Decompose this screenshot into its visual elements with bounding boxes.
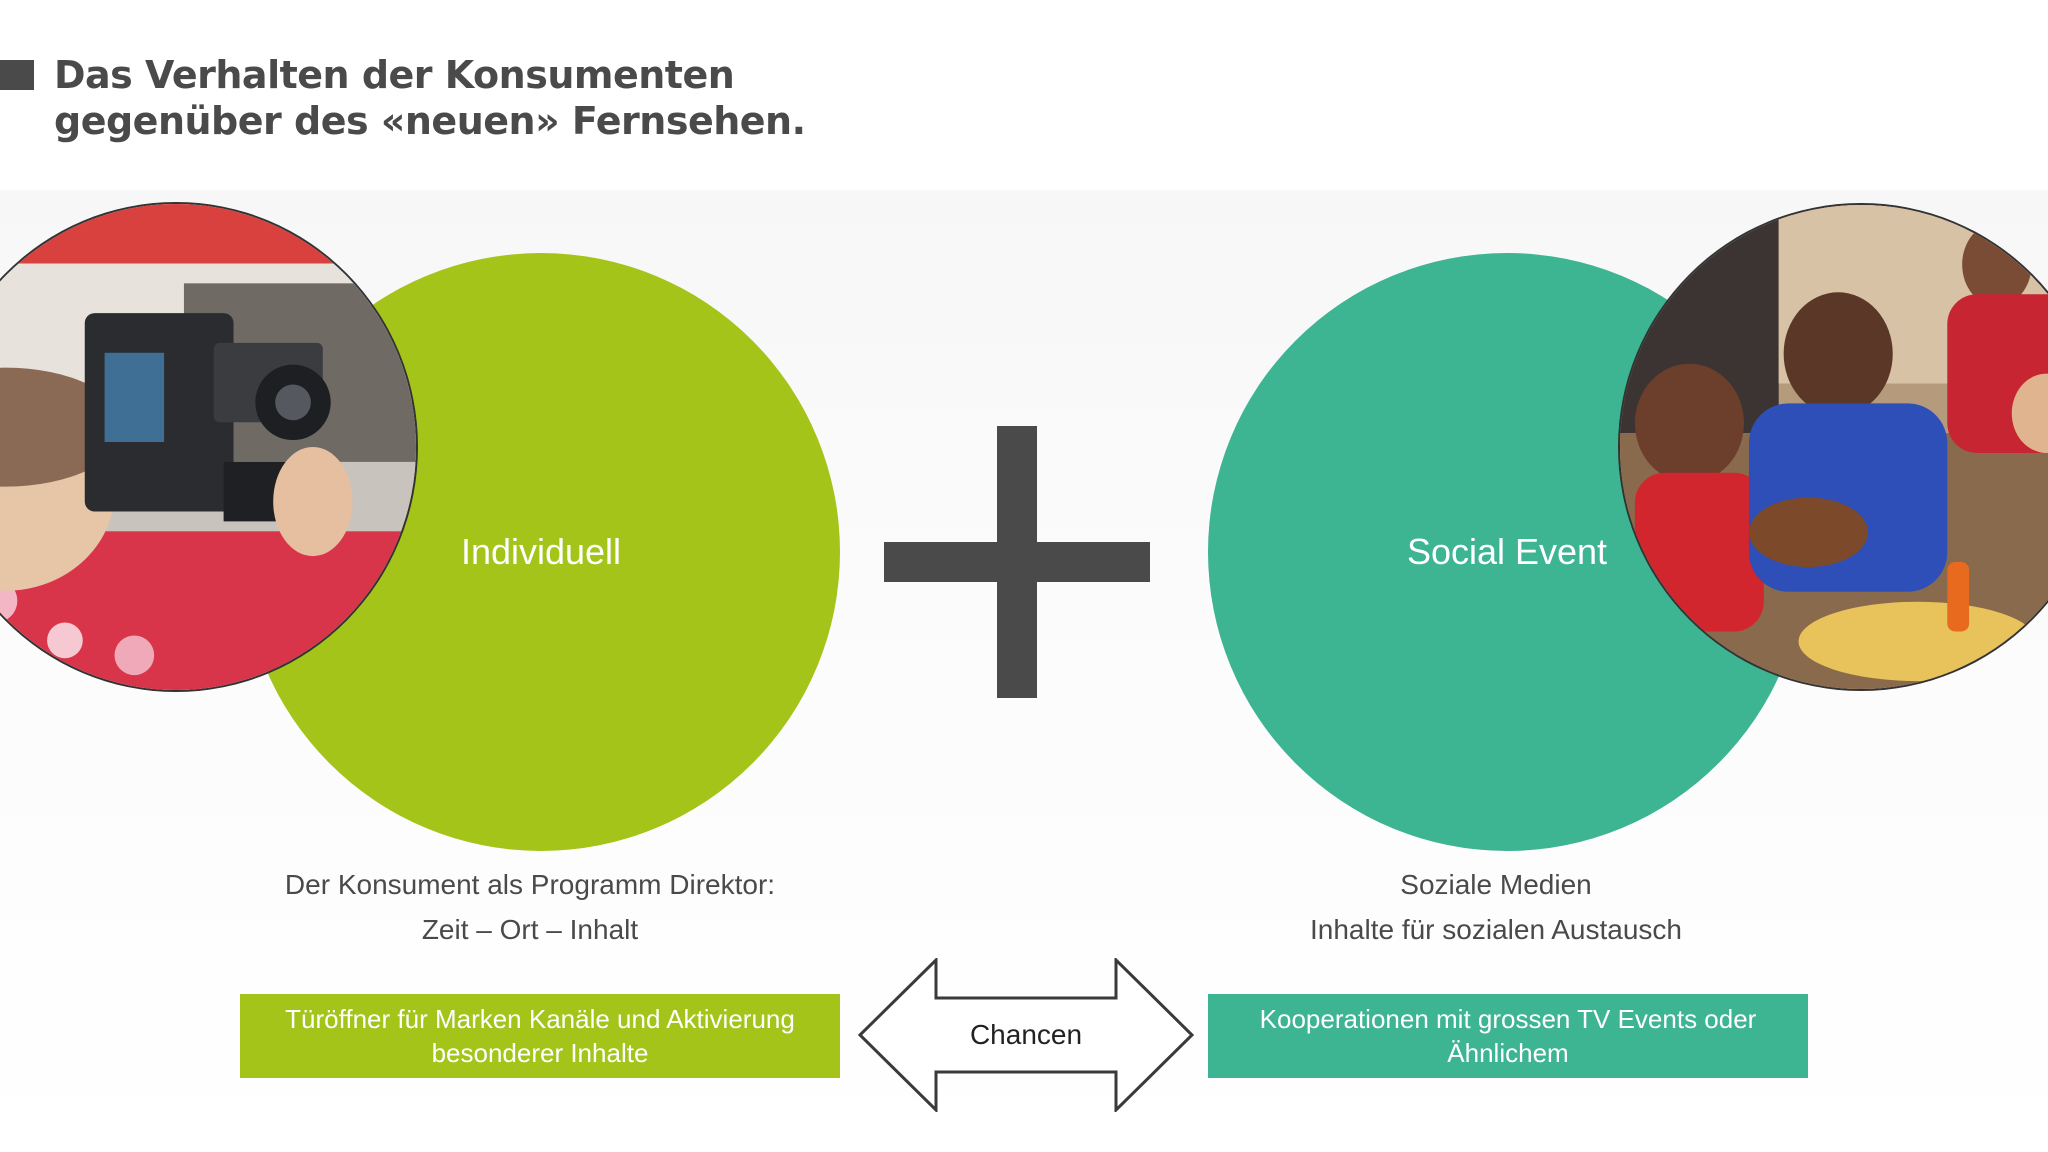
left-opportunity-text: Türöffner für Marken Kanäle und Aktivier… <box>285 1004 795 1068</box>
right-caption-line-1: Soziale Medien <box>1400 869 1592 900</box>
plus-horizontal-bar <box>884 542 1150 582</box>
title-marker <box>0 60 34 90</box>
sports-fans-photo <box>1618 203 2048 691</box>
chancen-arrow: Chancen <box>858 958 1194 1112</box>
camera-operator-photo <box>0 202 418 692</box>
left-caption: Der Konsument als Programm Direktor: Zei… <box>230 862 830 952</box>
right-opportunity-text: Kooperationen mit grossen TV Events oder… <box>1259 1004 1757 1068</box>
slide-title: Das Verhalten der Konsumenten gegenüber … <box>54 52 806 144</box>
left-caption-line-1: Der Konsument als Programm Direktor: <box>284 869 776 900</box>
double-arrow-icon <box>858 958 1194 1112</box>
individuell-label: Individuell <box>460 531 622 572</box>
right-caption: Soziale Medien Inhalte für sozialen Aust… <box>1196 862 1796 952</box>
social-event-label: Social Event <box>1406 531 1608 572</box>
title-line-1: Das Verhalten der Konsumenten <box>54 53 735 97</box>
right-opportunity-box: Kooperationen mit grossen TV Events oder… <box>1208 994 1808 1078</box>
title-line-2: gegenüber des «neuen» Fernsehen. <box>54 99 806 143</box>
chancen-label: Chancen <box>969 1019 1083 1050</box>
left-caption-line-2: Zeit – Ort – Inhalt <box>421 914 639 945</box>
right-caption-line-2: Inhalte für sozialen Austausch <box>1309 914 1682 945</box>
plus-icon <box>884 426 1150 698</box>
left-opportunity-box: Türöffner für Marken Kanäle und Aktivier… <box>240 994 840 1078</box>
